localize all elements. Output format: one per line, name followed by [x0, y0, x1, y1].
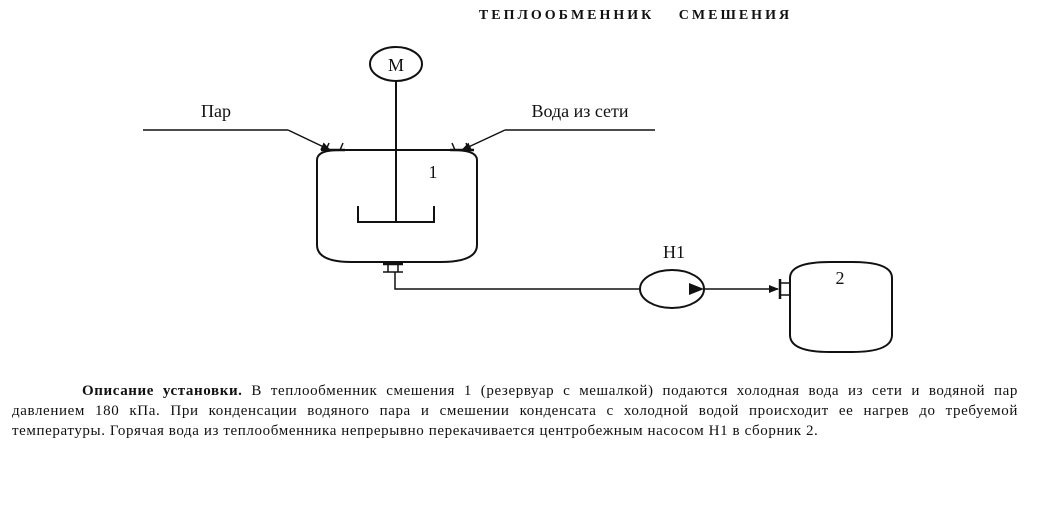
receiver-number-label: 2 — [836, 268, 845, 288]
pump-label: Н1 — [663, 242, 685, 262]
description-paragraph: Описание установки. В теплообменник смеш… — [12, 381, 1018, 441]
outlet-pipe — [394, 272, 640, 290]
page-title: ТЕПЛООБМЕННИК СМЕШЕНИЯ — [478, 8, 793, 23]
receiver-inlet-flange — [778, 279, 790, 299]
pump-icon — [639, 269, 705, 309]
motor-label: М — [388, 55, 404, 75]
water-inlet-line — [450, 129, 655, 152]
description-lead: Описание установки. — [82, 383, 243, 399]
vessel-outlet-flange — [383, 262, 403, 273]
receiver-vessel — [789, 261, 893, 353]
tank-number-label: 1 — [429, 162, 438, 182]
steam-inlet-label: Пар — [201, 101, 231, 121]
water-inlet-label: Вода из сети — [531, 101, 628, 121]
motor-icon: М — [369, 46, 423, 82]
agitator-blade-icon — [357, 206, 435, 223]
description-text: В теплообменник смешения 1 (резервуар с … — [12, 383, 1019, 439]
process-diagram: М 1 Пар Вода из сети Н1 — [143, 46, 893, 353]
steam-inlet-line — [143, 129, 345, 152]
